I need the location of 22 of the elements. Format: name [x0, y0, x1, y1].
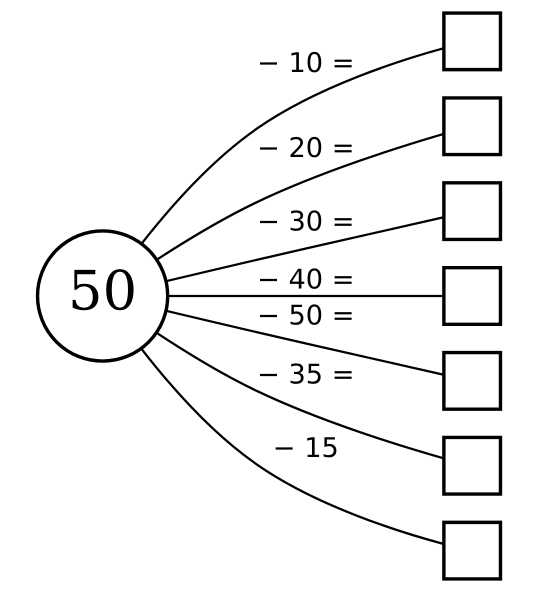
connector: [140, 47, 444, 244]
node-box: [442, 96, 502, 156]
connector: [140, 348, 444, 546]
connector: [168, 294, 444, 298]
edge-label: − 35 =: [257, 359, 354, 390]
edge-label: − 30 =: [257, 206, 354, 238]
node-box: [442, 266, 502, 326]
edge-label: − 50 =: [257, 300, 354, 332]
edge-label: − 15: [272, 432, 339, 464]
connector: [166, 310, 444, 376]
connector: [156, 132, 444, 261]
edge-label: − 40 =: [257, 264, 354, 296]
connector: [166, 216, 444, 282]
node-box: [442, 181, 502, 242]
edge-label: − 10 =: [257, 48, 354, 80]
node-box: [442, 350, 502, 411]
connector: [156, 332, 444, 460]
node-box: [442, 436, 502, 496]
edge-label: − 20 =: [257, 133, 354, 164]
node-circle: 50: [36, 229, 170, 363]
node-box: [442, 520, 502, 581]
node-box: [442, 11, 502, 72]
